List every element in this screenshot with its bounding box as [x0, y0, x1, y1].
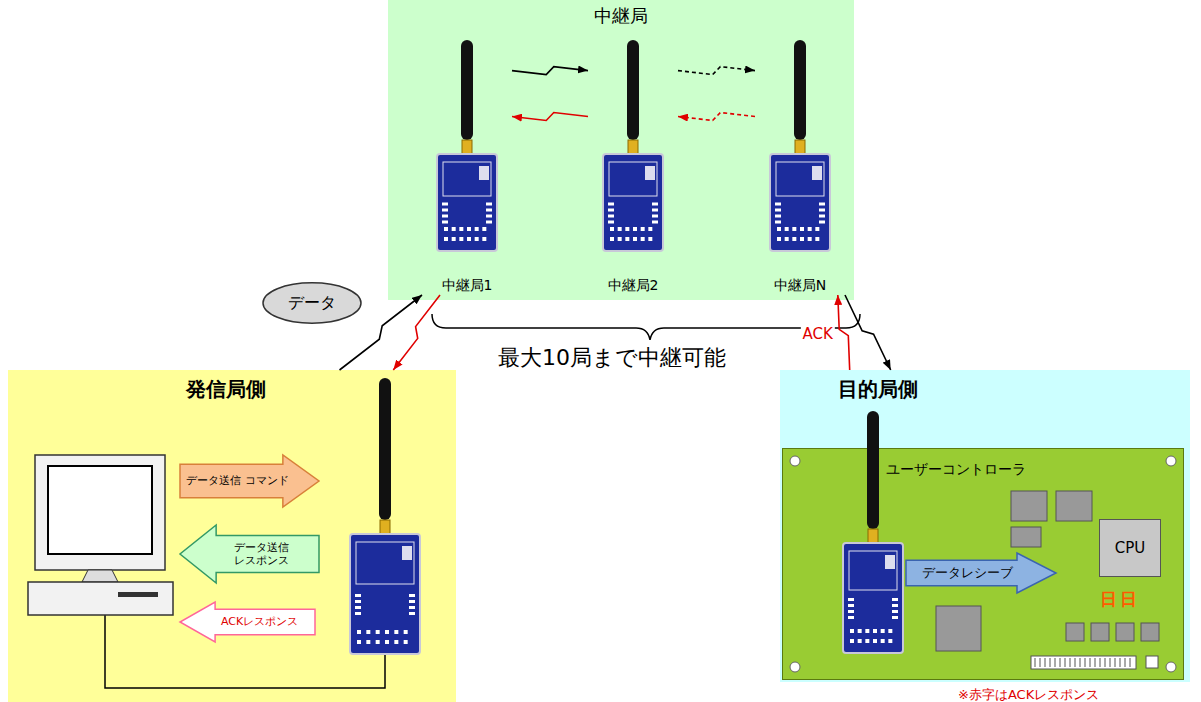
- controller-board: ユーザーコントローラデータレシーブ CPU: [782, 448, 1184, 680]
- response-arrow: データ送信 レスポンス: [180, 525, 319, 583]
- receiver-region: 目的局側ユーザーコントローラデータレシーブ CPU: [780, 370, 1190, 682]
- legend-note: ※赤字はACKレスポンス: [958, 687, 1099, 702]
- radio-module: [588, 40, 678, 270]
- region-title: 発信局側: [186, 376, 266, 403]
- ack-link: [838, 295, 850, 370]
- arrow-label: ACKレスポンス: [221, 615, 298, 628]
- label-holder: ※赤字はACKレスポンス: [958, 684, 1099, 702]
- region-title: 目的局側: [838, 376, 918, 403]
- range-note: 最大10局まで中継可能: [498, 343, 726, 373]
- radio-link: [845, 295, 891, 370]
- station-label: 中継局N: [774, 277, 826, 295]
- cpu-chip: CPU: [1099, 519, 1161, 577]
- sender-region: 発信局側データ送信 コマンドデータ送信 レスポンス ACKレスポンス: [8, 370, 456, 702]
- digit-display: 日: [1100, 588, 1117, 611]
- station-label: 中継局1: [442, 277, 493, 295]
- edge-label: ACK: [801, 324, 835, 342]
- receive-arrow: データレシーブ: [906, 553, 1056, 593]
- arrow-label: データ送信 コマンド: [186, 474, 289, 487]
- station-label: 中継局2: [608, 277, 659, 295]
- range-bracket: [432, 314, 860, 340]
- label-holder: 最大10局まで中継可能: [498, 343, 726, 373]
- region-title: 中継局: [388, 4, 854, 28]
- radio-module: [755, 40, 845, 270]
- label-holder: 日: [1120, 588, 1137, 611]
- ack-arrow: ACKレスポンス: [180, 602, 315, 642]
- arrow-label: データレシーブ: [922, 564, 1013, 582]
- digit-display: 日: [1120, 588, 1137, 611]
- relay-region: 中継局中継局1 中継局2 中継局N: [388, 0, 854, 300]
- relay-station: 中継局N: [755, 40, 845, 295]
- bubble-label: データ: [288, 293, 336, 314]
- label-holder: 日: [1100, 588, 1117, 611]
- edge-label-holder: ACK: [801, 323, 835, 342]
- chip-label: CPU: [1115, 539, 1146, 557]
- ack-link: [393, 295, 440, 370]
- radio-module: [422, 40, 512, 270]
- relay-station: 中継局2: [588, 40, 678, 295]
- arrow-label: データ送信 レスポンス: [210, 541, 313, 567]
- command-arrow: データ送信 コマンド: [180, 455, 319, 507]
- data-bubble: データ: [262, 282, 362, 324]
- board-title: ユーザーコントローラ: [886, 461, 1026, 479]
- relay-station: 中継局1: [422, 40, 512, 295]
